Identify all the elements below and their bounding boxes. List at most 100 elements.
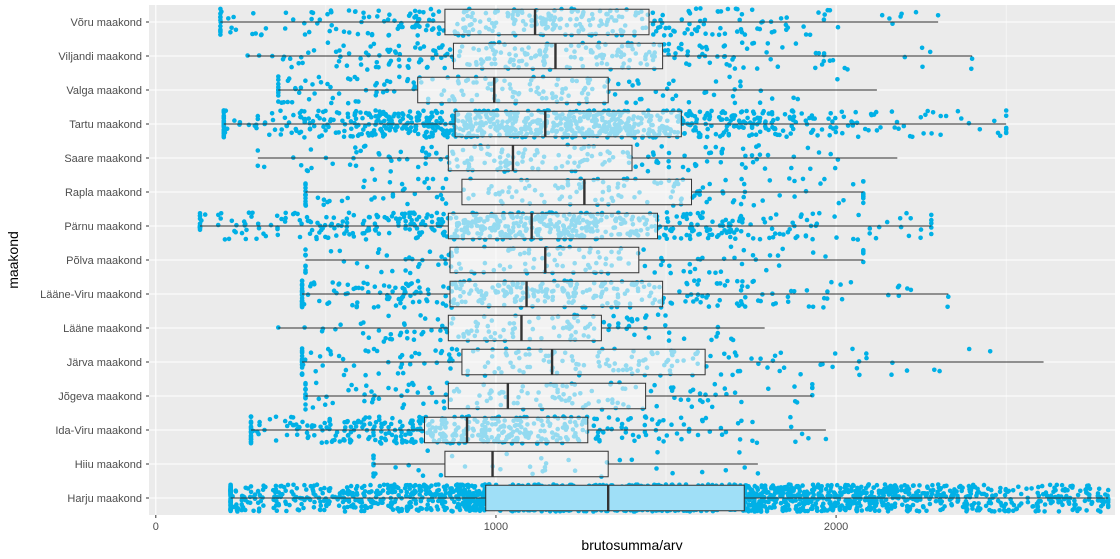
data-point — [441, 399, 447, 404]
data-point — [303, 382, 308, 387]
data-point — [330, 161, 336, 167]
data-point — [348, 438, 354, 444]
data-point — [327, 198, 332, 204]
data-point — [353, 116, 359, 122]
data-point — [689, 228, 695, 234]
data-point — [810, 382, 815, 387]
data-point — [337, 248, 343, 254]
data-point — [915, 493, 920, 499]
data-point — [648, 388, 654, 394]
data-point — [438, 192, 444, 198]
data-point — [232, 504, 237, 510]
data-point — [1044, 493, 1050, 498]
data-point — [883, 497, 889, 503]
data-point — [364, 264, 370, 270]
data-point — [345, 195, 351, 201]
data-point — [848, 280, 854, 285]
data-point — [415, 390, 421, 395]
data-point — [708, 150, 714, 155]
data-point — [411, 337, 417, 343]
data-point — [819, 484, 824, 489]
data-point — [375, 250, 381, 255]
data-point — [718, 160, 724, 165]
data-point — [315, 195, 321, 201]
data-point — [477, 502, 482, 507]
data-point — [294, 486, 300, 491]
data-point — [750, 253, 756, 258]
data-point — [903, 498, 908, 503]
data-point — [931, 487, 936, 493]
data-point — [464, 507, 469, 512]
data-point — [372, 177, 378, 182]
data-point — [892, 501, 898, 507]
data-point — [760, 198, 765, 203]
data-point — [668, 300, 673, 306]
data-point — [303, 181, 308, 186]
data-point — [749, 153, 755, 158]
data-point — [1006, 508, 1011, 514]
data-point — [989, 487, 994, 493]
data-point — [790, 493, 795, 499]
data-point — [1105, 487, 1111, 493]
data-point — [345, 282, 351, 288]
data-point — [322, 507, 327, 513]
data-point — [970, 506, 975, 511]
data-point — [910, 483, 916, 489]
data-point — [369, 399, 375, 405]
data-point — [829, 482, 834, 488]
data-point — [413, 350, 418, 356]
data-point — [359, 504, 364, 510]
data-point — [372, 284, 378, 290]
data-point — [876, 488, 882, 494]
data-point — [784, 134, 789, 139]
data-point — [838, 485, 843, 491]
data-point — [251, 508, 256, 514]
data-point — [754, 144, 759, 149]
data-point — [255, 221, 261, 227]
data-point — [1010, 488, 1016, 493]
data-point — [358, 148, 364, 154]
data-point — [1016, 484, 1021, 490]
data-point — [353, 497, 358, 503]
data-point — [317, 230, 322, 235]
data-point — [723, 468, 729, 473]
data-point — [361, 417, 367, 422]
data-point — [834, 482, 840, 488]
data-point — [355, 300, 360, 305]
data-point — [681, 422, 687, 427]
data-point — [460, 500, 466, 506]
data-point — [981, 482, 987, 488]
data-point — [390, 192, 396, 197]
data-point — [342, 428, 347, 433]
data-point — [344, 220, 350, 226]
data-point — [273, 483, 279, 489]
data-point — [255, 148, 261, 153]
data-point — [403, 257, 409, 262]
data-point — [389, 337, 395, 342]
data-point — [594, 416, 600, 422]
data-point — [959, 116, 964, 121]
data-point — [415, 278, 421, 284]
data-point — [918, 227, 924, 232]
data-point — [1070, 507, 1075, 513]
data-point — [857, 372, 862, 378]
data-point — [937, 368, 942, 374]
data-point — [375, 214, 381, 219]
data-point — [908, 287, 914, 293]
data-point — [424, 506, 430, 512]
data-point — [377, 417, 382, 423]
data-point — [412, 329, 417, 335]
data-point — [593, 436, 599, 441]
data-point — [792, 399, 798, 404]
data-point — [294, 432, 300, 438]
data-point — [681, 336, 687, 342]
data-point — [310, 405, 316, 410]
data-point — [1042, 509, 1047, 514]
data-point — [929, 231, 934, 237]
data-point — [234, 507, 240, 513]
data-point — [388, 169, 394, 174]
data-point — [810, 304, 816, 310]
data-point — [337, 491, 343, 496]
data-point — [810, 503, 815, 509]
data-point — [365, 228, 370, 233]
